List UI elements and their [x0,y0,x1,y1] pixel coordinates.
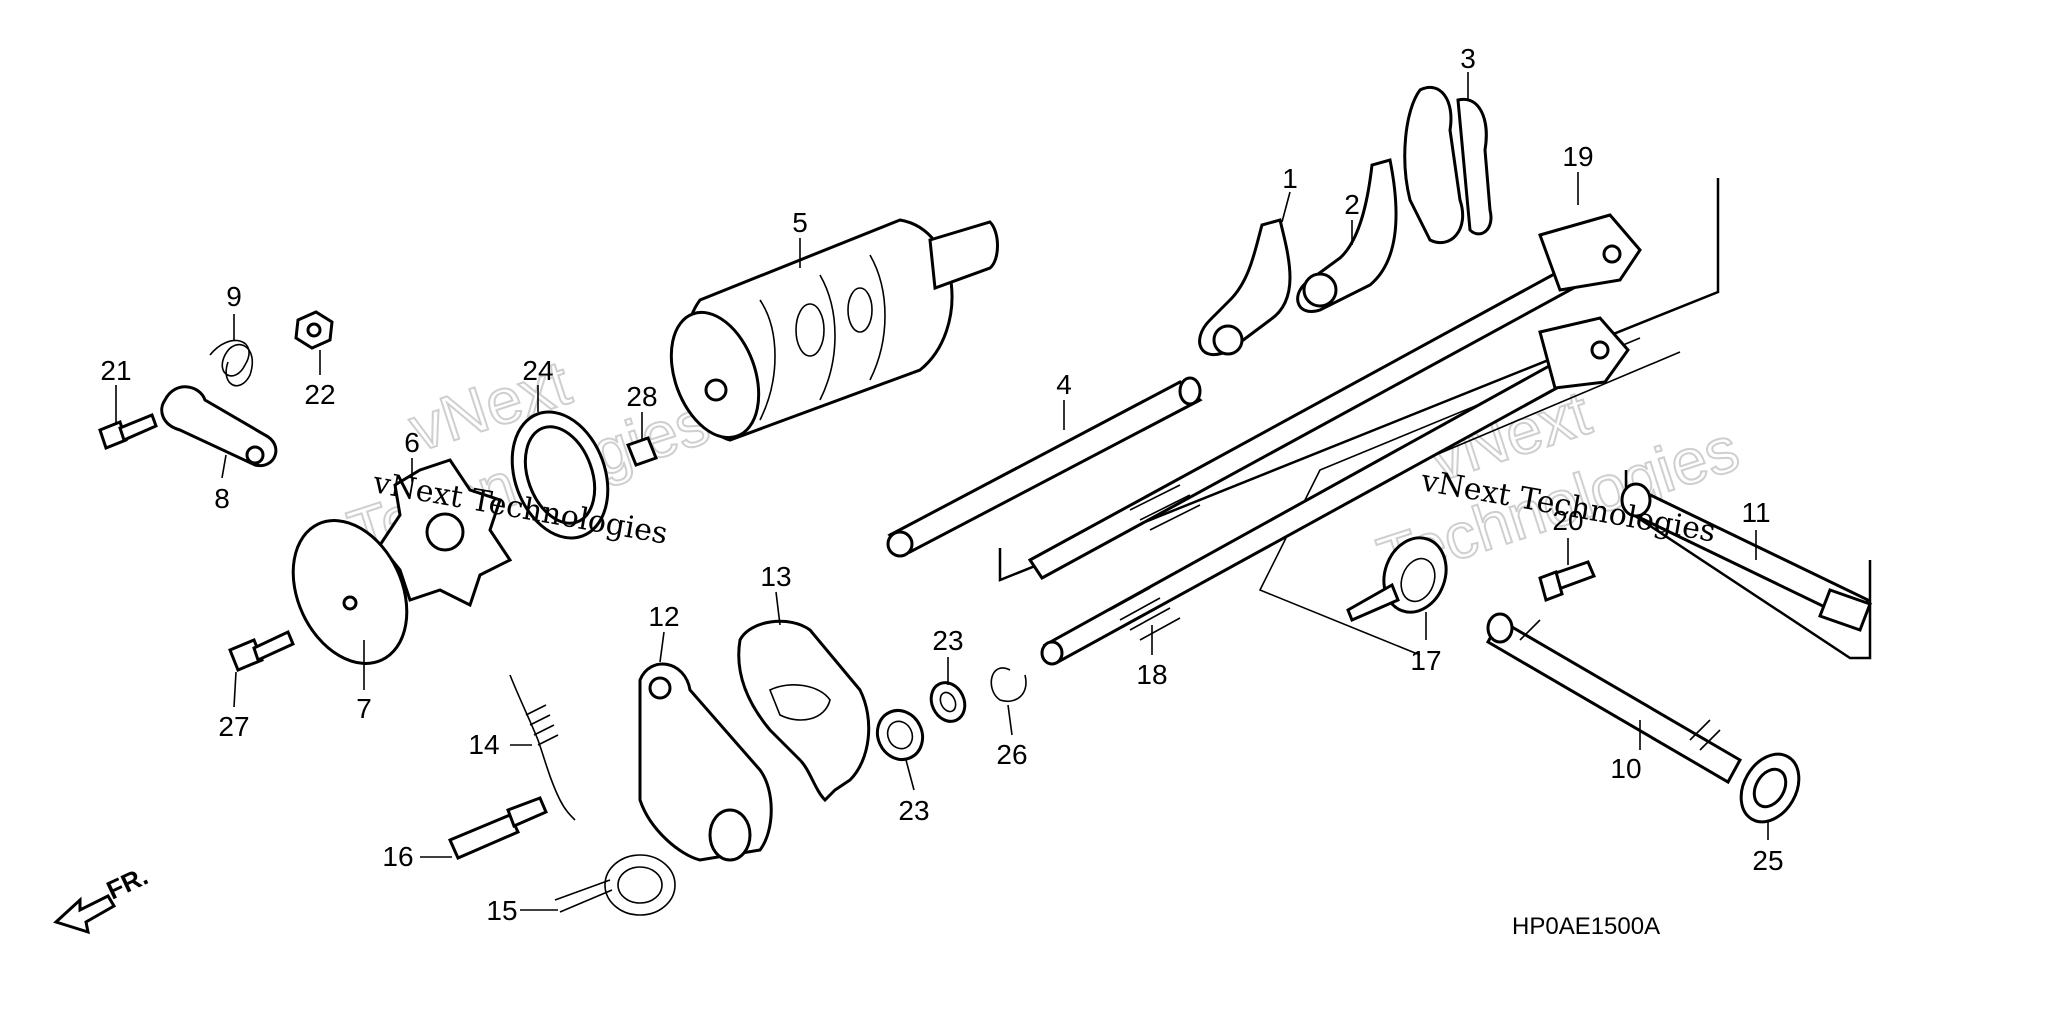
callout-23-upper: 23 [932,625,963,656]
part-7-plate [291,519,409,665]
part-15-spring [554,854,676,916]
callouts: 1 2 3 4 5 6 7 8 9 10 11 12 13 14 15 16 1… [100,43,1783,926]
part-18-shaft [1040,316,1630,666]
part-9-spring [209,339,253,387]
part-25-bearing [1739,752,1801,824]
callout-8: 8 [214,483,230,514]
group-bracket-17b [1399,351,1681,471]
callout-4: 4 [1056,369,1072,400]
part-21-bolt [98,413,158,450]
leader-lines [115,72,1769,911]
part-28-pin [626,436,658,467]
callout-5: 5 [792,207,808,238]
part-5-shift-drum [669,218,999,442]
arrow-icon [53,894,117,935]
callout-22: 22 [304,379,335,410]
callout-26: 26 [996,739,1027,770]
part-4-rod [886,376,1203,558]
callout-20: 20 [1552,505,1583,536]
callout-7: 7 [356,693,372,724]
part-6-star-plate [378,458,513,608]
part-11-shaft [1620,482,1872,632]
part-23-washer-b [875,709,925,761]
part-13-guide-plate [737,619,871,803]
callout-19: 19 [1562,141,1593,172]
callout-6: 6 [404,427,420,458]
callout-11: 11 [1741,497,1770,528]
callout-24: 24 [522,355,553,386]
callout-28: 28 [626,381,657,412]
part-10-shaft [1485,612,1743,785]
part-14-spring [509,674,576,821]
callout-14: 14 [468,729,499,760]
callout-17: 17 [1410,645,1441,676]
part-23-washer-a [929,681,967,723]
callout-23-lower: 23 [898,795,929,826]
callout-21: 21 [100,355,131,386]
part-3-fork [1403,86,1493,245]
part-26-circlip [990,667,1027,702]
callout-10: 10 [1610,753,1641,784]
callout-25: 25 [1752,845,1783,876]
front-direction-arrow: FR. [53,861,153,935]
part-12-guide-plate [638,662,773,862]
part-8-stopper-arm [160,385,278,468]
callout-2: 2 [1344,189,1360,220]
part-16-pin [448,796,548,860]
part-2-fork [1296,158,1398,313]
callout-13: 13 [760,561,791,592]
callout-27: 27 [218,711,249,742]
part-1-fork [1198,218,1292,357]
part-19-shaft [1027,213,1642,580]
callout-1: 1 [1282,163,1298,194]
part-17-arm [1346,536,1448,622]
part-22-nut [294,310,334,350]
callout-18: 18 [1136,659,1167,690]
callout-12: 12 [648,601,679,632]
callout-9: 9 [226,281,242,312]
callout-16: 16 [382,841,413,872]
callout-15: 15 [486,895,517,926]
callout-3: 3 [1460,43,1476,74]
diagram-code: HP0AE1500A [1512,913,1660,940]
part-20-bolt [1538,560,1597,602]
part-24-bearing [510,410,610,540]
part-27-bolt [228,629,295,672]
